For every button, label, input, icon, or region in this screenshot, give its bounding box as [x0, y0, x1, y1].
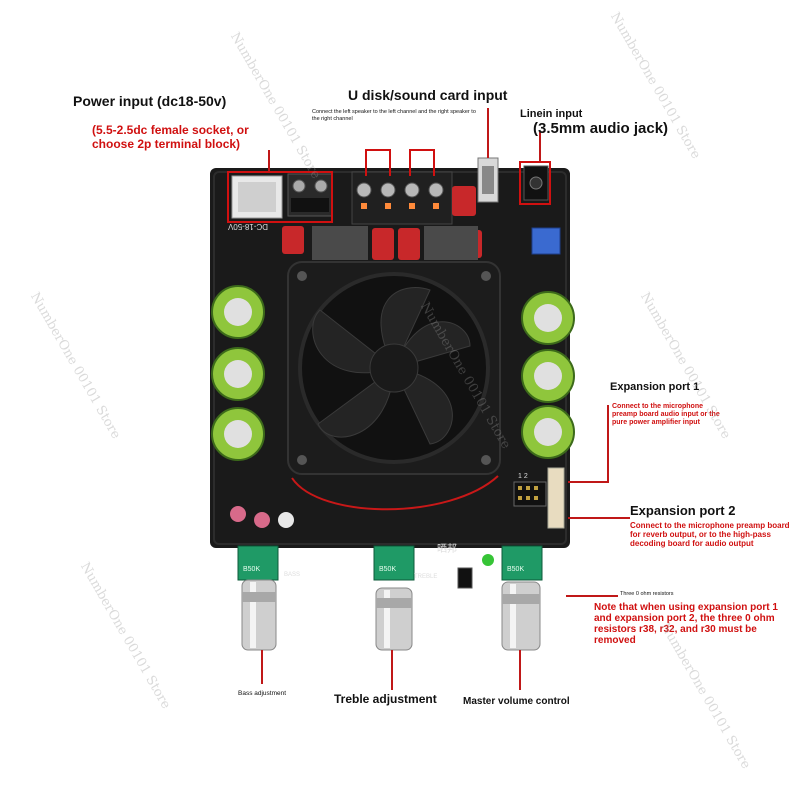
master-volume-knob: [501, 581, 541, 651]
master-volume-label: Master volume control: [463, 696, 570, 707]
master-pot-value: B50K: [507, 566, 525, 573]
bass-adjustment-label: Bass adjustment: [238, 690, 287, 697]
expansion-port-2-note: Connect to the microphone preamp board f…: [630, 521, 790, 548]
speaker-note: Connect the left speaker to the left cha…: [312, 109, 476, 122]
board-dc-marking: DC-18-50V: [228, 222, 269, 231]
board-treble-silk: TREBLE: [414, 574, 438, 580]
board-bass-silk: BASS: [284, 572, 301, 578]
power-input-note: (5.5-2.5dc female socket, or choose 2p t…: [92, 123, 249, 151]
bass-pot-value: B50K: [243, 566, 261, 573]
resistors-label: Three 0 ohm resistors: [620, 591, 674, 597]
linein-label: Linein input: [520, 108, 583, 120]
u-disk-label: U disk/sound card input: [348, 87, 508, 103]
expansion-port-2-label: Expansion port 2: [630, 503, 736, 518]
warning-note: Note that when using expansion port 1 an…: [594, 602, 778, 646]
treble-knob: [375, 587, 413, 651]
linein-jack-label: (3.5mm audio jack): [533, 120, 669, 137]
expansion-port-1-label: Expansion port 1: [610, 381, 700, 393]
speaker-terminal-block: [351, 171, 453, 225]
linein-jack: [523, 165, 549, 201]
bass-knob: [241, 579, 277, 651]
power-input-label: Power input (dc18-50v): [73, 93, 227, 109]
treble-pot-value: B50K: [379, 566, 397, 573]
board-port-pins: 1 2: [518, 473, 528, 480]
expansion-port-1-note: Connect to the microphone preamp board a…: [612, 403, 720, 426]
board-brand-text: 晒邦: [437, 544, 457, 555]
treble-adjustment-label: Treble adjustment: [334, 692, 437, 706]
